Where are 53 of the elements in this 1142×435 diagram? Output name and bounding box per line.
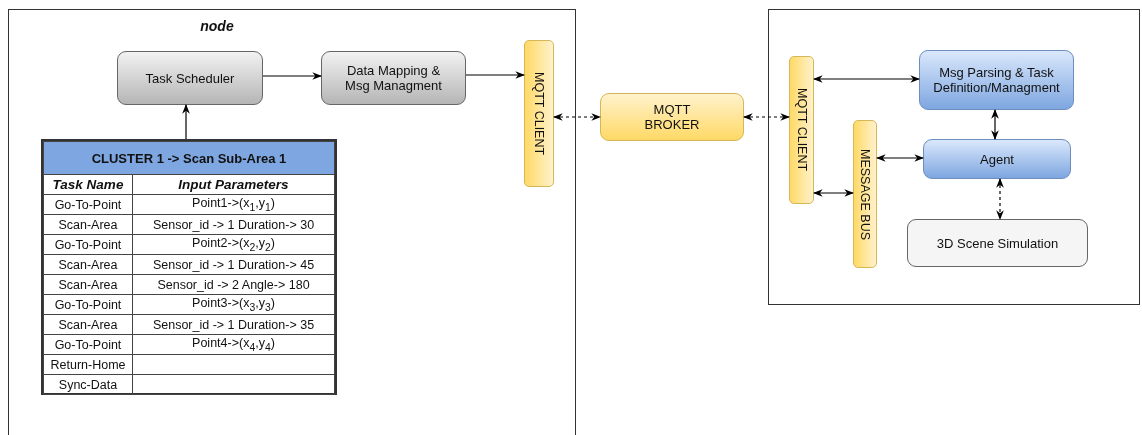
arrow (743, 113, 790, 121)
arrow (996, 178, 1004, 220)
container-frame (8, 9, 576, 435)
process-box (907, 219, 1088, 267)
node-label: 3D Scene Simulation (936, 235, 1059, 251)
process-box (117, 51, 263, 105)
arrow (553, 113, 601, 121)
table-cell: Point3->(x$_{3}$,y$_{3}$) (132, 294, 335, 315)
container-title: node (200, 18, 234, 34)
node-label: Agent (980, 151, 1014, 167)
node-label: MQTT CLIENT (532, 71, 546, 156)
column-header: Task Name (43, 174, 133, 195)
arrow (182, 104, 190, 140)
table-cell: Go-To-Point (43, 294, 133, 315)
component-bar (853, 120, 877, 268)
component-bar (524, 40, 554, 187)
node-label: MQTT BROKER (643, 102, 701, 132)
arrow (876, 154, 924, 162)
arrow (465, 71, 525, 79)
table-cell: Go-To-Point (43, 234, 133, 255)
node-label: Task Scheduler (145, 70, 235, 86)
table-cell: Point2->(x$_{2}$,y$_{2}$) (132, 234, 335, 255)
table-cell: Scan-Area (43, 214, 133, 235)
task-table (41, 139, 337, 395)
component-bar (789, 56, 814, 204)
arrow (813, 75, 920, 83)
table-cell: Sensor_id -> 1 Duration-> 30 (132, 214, 335, 235)
container-frame (768, 9, 1140, 305)
table-cell: Scan-Area (43, 314, 133, 335)
table-cell: Sensor_id -> 2 Angle-> 180 (132, 274, 335, 295)
column-header: Input Parameters (132, 174, 335, 195)
arrow (262, 72, 322, 80)
table-cell: Go-To-Point (43, 334, 133, 355)
process-box (923, 139, 1071, 179)
table-cell: Scan-Area (43, 254, 133, 275)
table-cell: Scan-Area (43, 274, 133, 295)
table-cell: Return-Home (43, 354, 133, 375)
broker-box (600, 93, 744, 141)
process-box (321, 51, 466, 105)
node-label: Msg Parsing & Task Definition/Managment (932, 65, 1061, 95)
table-cell: Sensor_id -> 1 Duration-> 45 (132, 254, 335, 275)
table-cell: Point4->(x$_{4}$,y$_{4}$) (132, 334, 335, 355)
process-box (919, 50, 1074, 110)
arrow (813, 189, 854, 197)
node-label: Data Mapping & Msg Managment (344, 63, 443, 93)
table-cell: Go-To-Point (43, 194, 133, 215)
table-cell: Point1->(x$_{1}$,y$_{1}$) (132, 194, 335, 215)
arrow (991, 109, 999, 140)
table-title: CLUSTER 1 -> Scan Sub-Area 1 (43, 141, 335, 175)
table-cell: Sensor_id -> 1 Duration-> 35 (132, 314, 335, 335)
table-cell: Sync-Data (43, 374, 133, 395)
node-label: MESSAGE BUS (858, 148, 872, 240)
node-label: MQTT CLIENT (794, 88, 809, 172)
